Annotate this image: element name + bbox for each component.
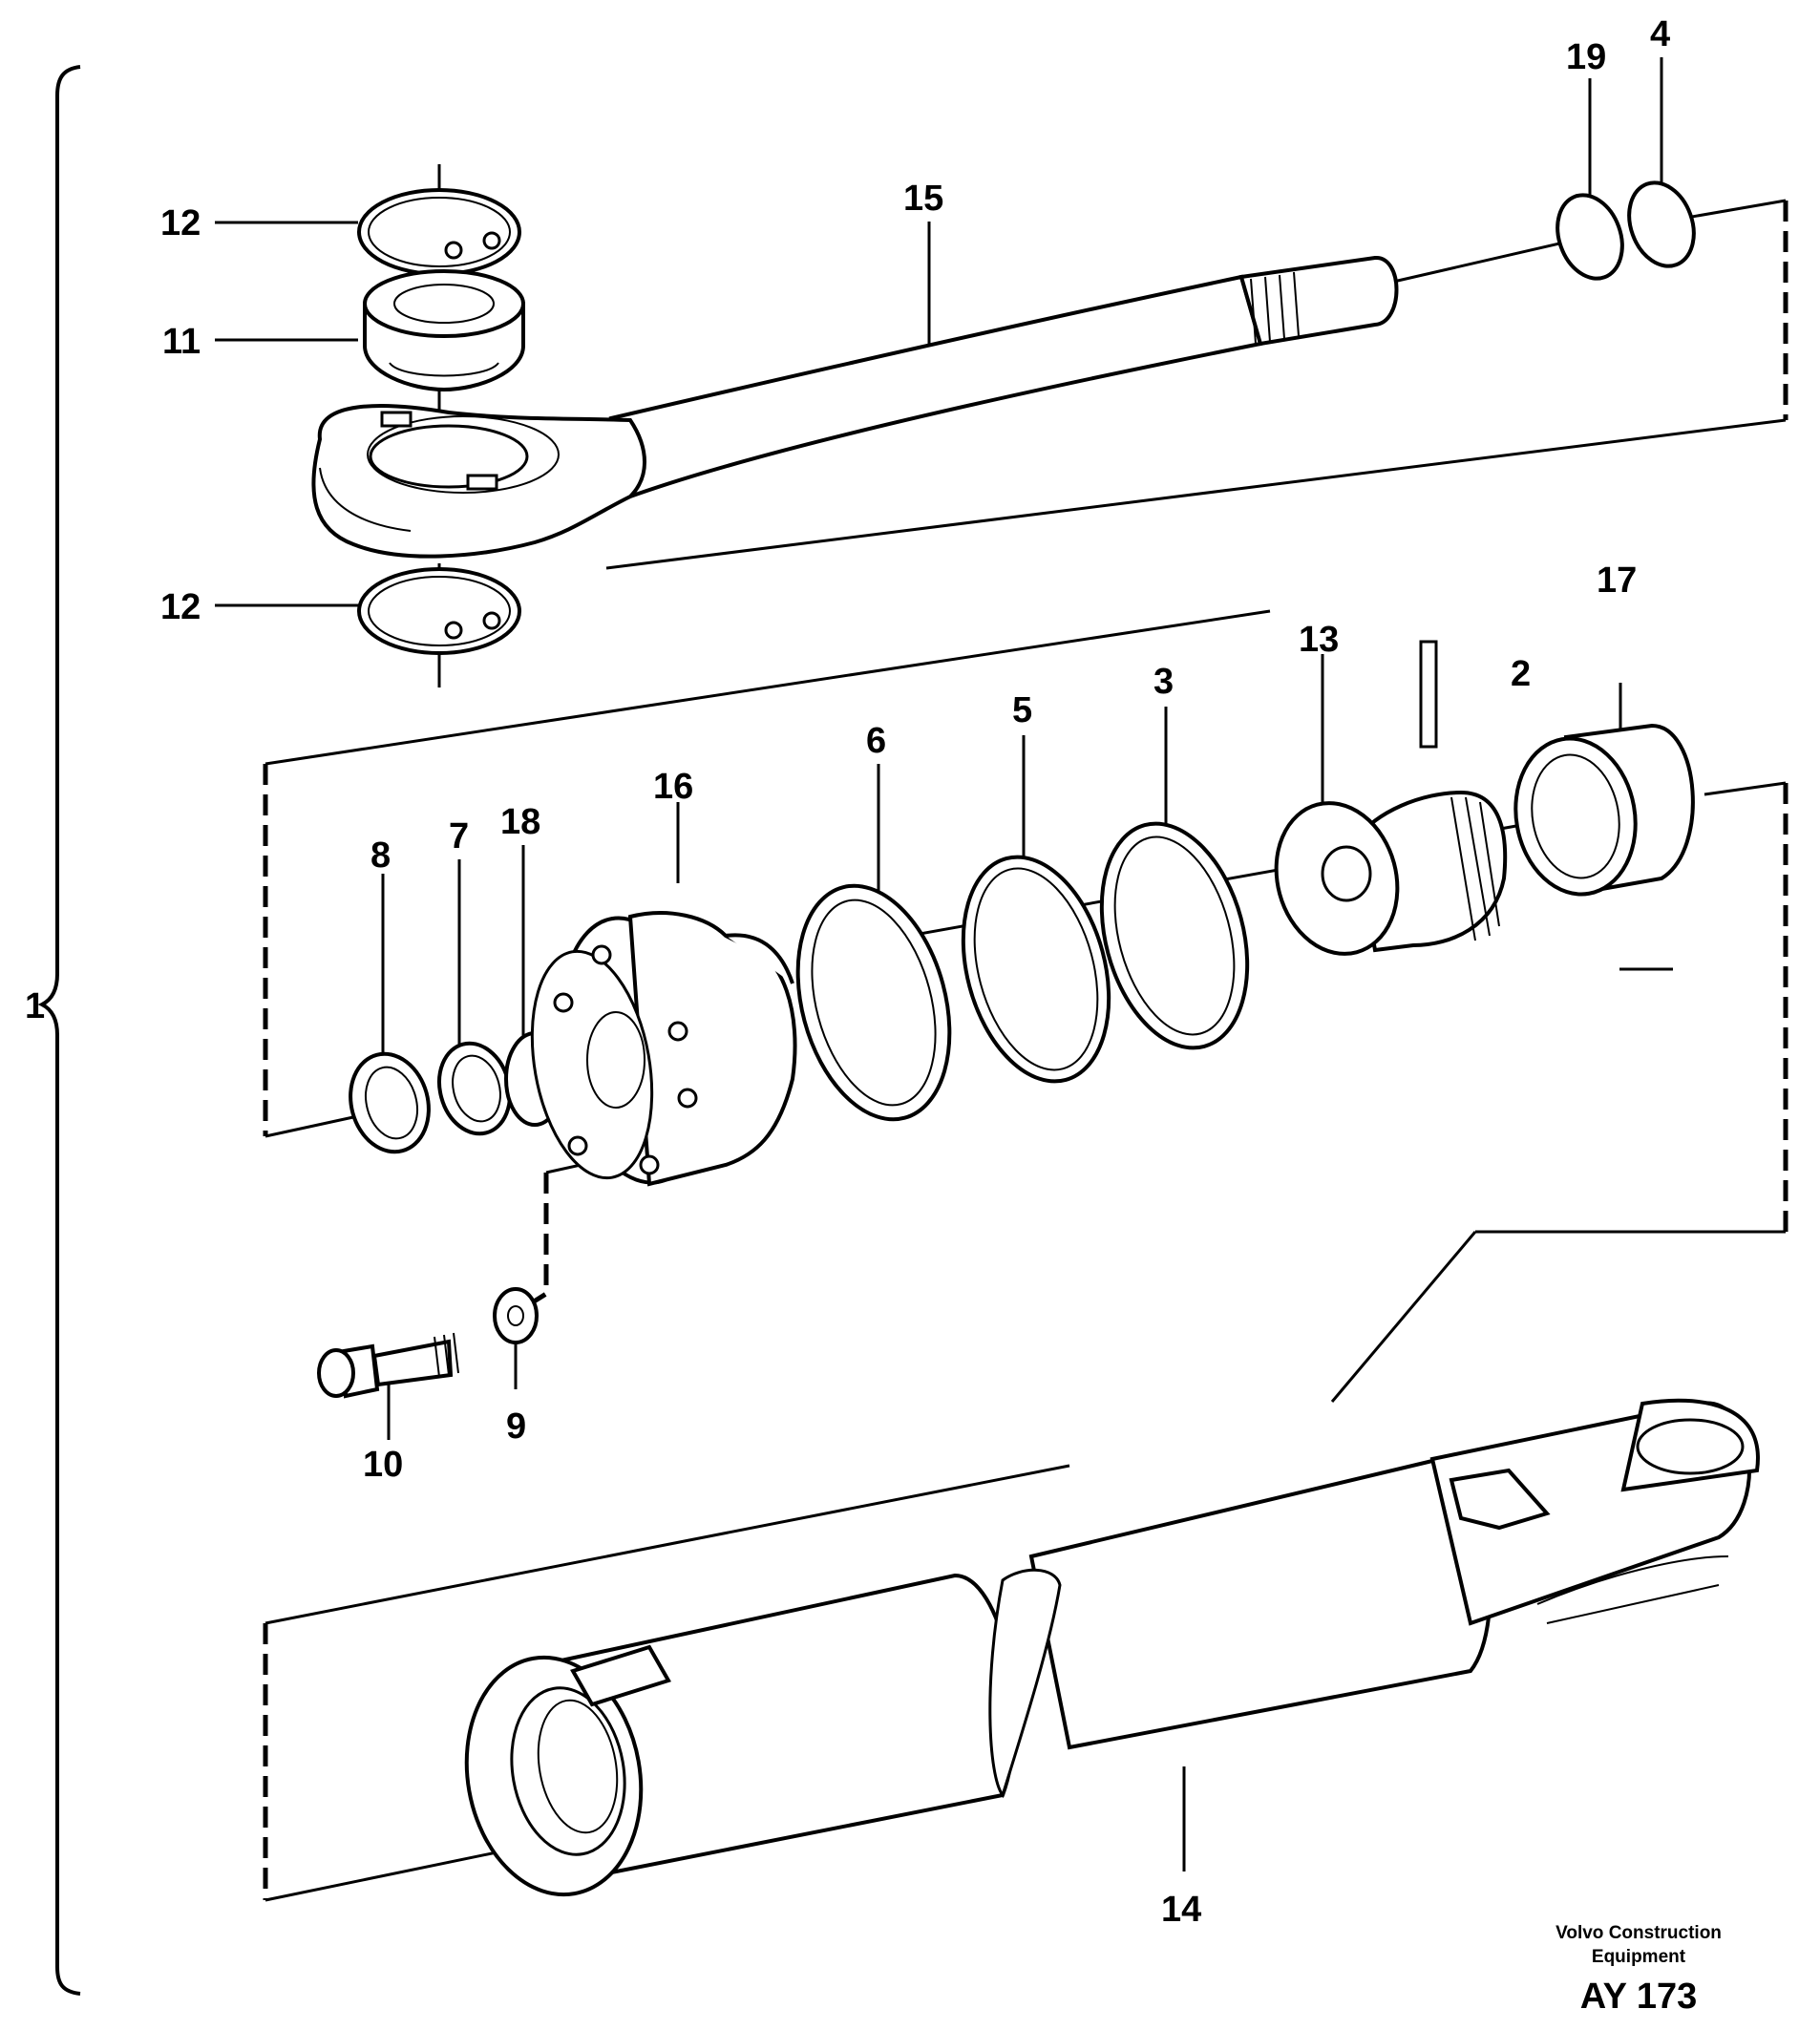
callout-labels: 1 12 11 12 15 19 4 17 13 2 3 5 6 16 18 7… — [25, 14, 1670, 1930]
phantom-lines — [263, 201, 1788, 1900]
spherical-bearing — [363, 269, 525, 392]
label-part-16: 16 — [653, 767, 693, 807]
assembly-bracket — [37, 65, 81, 1996]
label-part-15: 15 — [903, 179, 943, 219]
leader-lines — [215, 57, 1673, 1871]
label-part-4: 4 — [1650, 14, 1670, 54]
seals-8-7 — [349, 1041, 512, 1154]
label-part-9: 9 — [506, 1406, 526, 1447]
brand-line-2: Equipment — [1591, 1947, 1686, 1967]
label-part-11: 11 — [162, 322, 201, 362]
label-part-12-upper: 12 — [160, 203, 201, 243]
circlip-upper — [357, 188, 521, 276]
label-part-5: 5 — [1012, 690, 1032, 730]
label-part-12-lower: 12 — [160, 587, 201, 627]
drawing-code: AY 173 — [1579, 1977, 1698, 2017]
label-part-6: 6 — [866, 721, 886, 761]
label-part-7: 7 — [449, 816, 469, 856]
label-part-19: 19 — [1566, 37, 1606, 77]
label-part-3: 3 — [1153, 662, 1174, 702]
cylinder-barrel — [464, 1398, 1760, 1897]
label-part-10: 10 — [363, 1445, 403, 1485]
label-part-17: 17 — [1597, 560, 1637, 601]
label-part-18: 18 — [500, 802, 540, 842]
cylinder-head — [504, 911, 797, 1187]
label-part-8: 8 — [370, 835, 391, 876]
circlip-lower — [357, 567, 521, 655]
rings-19-4 — [1555, 180, 1696, 281]
piston — [1274, 640, 1508, 956]
piston-rod — [311, 255, 1399, 559]
label-assembly: 1 — [25, 986, 45, 1026]
bolt-and-washer — [317, 1287, 539, 1399]
bushing — [1513, 723, 1695, 897]
label-part-14: 14 — [1161, 1890, 1201, 1930]
brand-credit: Volvo Construction Equipment — [1514, 1921, 1763, 1969]
rings-6-5-3 — [795, 821, 1250, 1122]
label-part-13: 13 — [1299, 620, 1339, 660]
label-part-2: 2 — [1511, 654, 1531, 694]
brand-line-1: Volvo Construction — [1555, 1923, 1722, 1943]
